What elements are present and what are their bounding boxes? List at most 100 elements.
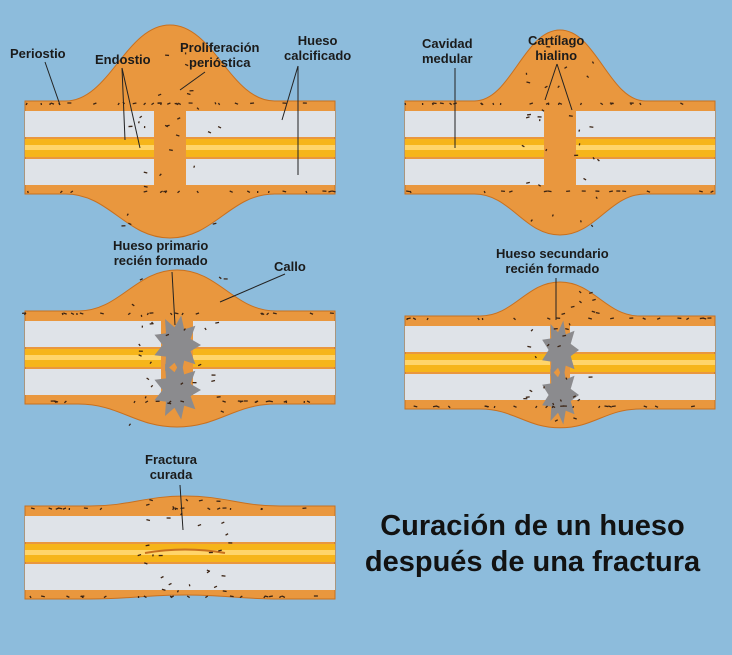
cell-mark (590, 224, 594, 228)
cortex-band (25, 564, 185, 590)
medulla-highlight (570, 360, 715, 365)
cell-mark (143, 102, 147, 106)
cell-mark (281, 595, 286, 598)
cell-mark (196, 107, 200, 110)
cell-mark (151, 102, 155, 106)
cell-mark (331, 190, 336, 193)
cell-mark (622, 190, 627, 193)
cell-mark (268, 400, 273, 403)
cell-mark (436, 405, 440, 408)
cortex-band (405, 159, 544, 185)
title-line-1: Curación de un hueso (380, 510, 685, 542)
cell-mark (25, 102, 28, 106)
cell-mark (59, 190, 63, 194)
cortex-band (25, 369, 161, 395)
cell-mark (172, 505, 175, 509)
cell-mark (54, 400, 59, 403)
cell-mark (168, 582, 172, 586)
cell-mark (545, 102, 550, 105)
medulla-highlight (25, 550, 185, 555)
cell-mark (492, 102, 495, 106)
cell-mark (404, 102, 407, 106)
cell-mark (282, 190, 287, 193)
label-endostio: Endostio (95, 52, 151, 67)
new-bone-lower (542, 365, 579, 425)
cell-mark (211, 379, 216, 382)
cell-mark (229, 595, 234, 598)
cell-mark (412, 317, 417, 321)
cell-mark (639, 102, 642, 106)
cell-mark (239, 595, 243, 599)
cortex-band (25, 159, 154, 185)
cell-mark (197, 363, 202, 367)
cell-mark (579, 102, 583, 106)
cell-mark (165, 333, 170, 337)
cell-mark (432, 102, 437, 105)
bone-diagram-callo (22, 269, 336, 428)
cell-mark (207, 131, 212, 134)
cell-mark (261, 312, 265, 316)
cell-mark (197, 523, 202, 527)
cell-mark (551, 405, 554, 409)
cell-mark (568, 323, 571, 326)
medulla-highlight (405, 145, 544, 150)
medulla-highlight (25, 355, 161, 360)
cell-mark (406, 317, 411, 320)
cell-mark (534, 355, 537, 359)
cell-mark (508, 190, 513, 193)
cell-mark (609, 190, 614, 193)
cell-mark (180, 382, 184, 385)
cell-mark (175, 134, 180, 137)
cell-mark (40, 595, 45, 598)
cell-mark (413, 405, 418, 408)
cell-mark (521, 144, 525, 148)
cell-mark (578, 129, 581, 132)
cell-mark (656, 317, 661, 320)
cell-mark (526, 181, 530, 184)
cell-mark (222, 400, 226, 403)
cell-mark (439, 102, 444, 105)
cell-mark (530, 219, 533, 222)
cell-mark (159, 190, 163, 194)
cell-mark (70, 312, 75, 315)
cell-mark (272, 312, 277, 315)
cell-mark (529, 102, 534, 105)
cell-mark (535, 405, 538, 409)
cell-mark (586, 75, 590, 79)
cell-mark (181, 312, 184, 316)
cell-mark (646, 190, 651, 193)
cell-mark (168, 149, 173, 152)
cell-mark (177, 190, 181, 194)
cell-mark (595, 196, 598, 200)
cell-mark (214, 102, 217, 105)
cell-mark (604, 405, 609, 408)
cell-mark (642, 317, 646, 320)
medulla-highlight (193, 355, 335, 360)
cell-mark (699, 317, 704, 320)
cortex-band (405, 326, 550, 352)
cell-mark (608, 405, 612, 408)
cell-mark (557, 345, 561, 348)
cell-mark (234, 102, 239, 105)
cell-mark (131, 303, 135, 307)
cell-mark (167, 402, 172, 405)
cell-mark (592, 298, 596, 301)
cell-mark (577, 398, 581, 402)
cell-mark (58, 507, 63, 510)
cell-mark (30, 507, 35, 510)
panel-callo: Hueso primario recién formado Callo (0, 0, 360, 440)
cell-mark (565, 327, 569, 331)
cortex-band (405, 111, 544, 137)
label-hueso-calcificado: Hueso calcificado (284, 33, 352, 63)
medulla-highlight (405, 360, 550, 365)
cell-mark (431, 102, 434, 106)
cell-mark (168, 400, 172, 404)
label-hueso-primario: Hueso primario recién formado (113, 238, 209, 268)
cell-mark (565, 377, 568, 380)
cell-mark (29, 595, 32, 599)
cell-mark (217, 102, 221, 106)
cell-mark (137, 553, 142, 557)
medulla-highlight (185, 550, 335, 555)
cell-mark (61, 312, 64, 316)
cell-mark (578, 290, 582, 294)
